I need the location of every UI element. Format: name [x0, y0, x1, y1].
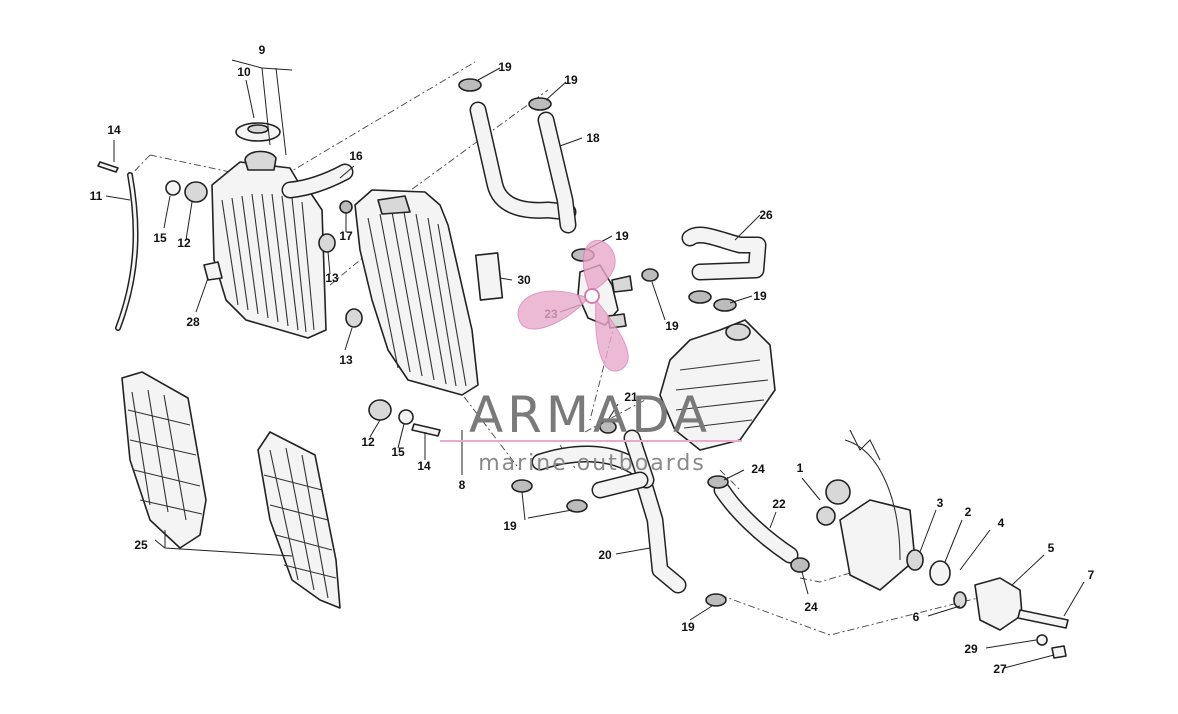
callout-label: 29 [964, 642, 978, 656]
hoses [281, 101, 799, 594]
callout-label: 10 [237, 65, 251, 79]
callout-label: 20 [598, 548, 612, 562]
callout-label: 19 [665, 319, 679, 333]
grommets-and-bolts [97, 161, 504, 437]
watermark: ARMADA marine outboards [440, 240, 742, 476]
callout-label: 22 [772, 497, 786, 511]
callout-label: 14 [107, 123, 121, 137]
callout-label: 19 [503, 519, 517, 533]
callout-label: 7 [1088, 568, 1095, 582]
callout-label: 12 [361, 435, 375, 449]
callout-label: 1 [797, 461, 804, 475]
overflow-tube [115, 172, 139, 331]
callout-label: 19 [681, 620, 695, 634]
right-radiator [354, 189, 479, 396]
callout-label: 14 [417, 459, 431, 473]
watermark-tagline: marine outboards [478, 451, 706, 476]
hose-clamps [339, 78, 810, 607]
left-radiator [211, 122, 327, 339]
callout-label: 9 [259, 43, 266, 57]
callout-label: 13 [325, 271, 339, 285]
watermark-brand: ARMADA [469, 386, 711, 444]
callout-label: 19 [615, 229, 629, 243]
callout-label: 24 [751, 462, 765, 476]
callout-label: 15 [153, 231, 167, 245]
water-pump-assembly [816, 429, 1069, 659]
callout-label: 25 [134, 538, 148, 552]
leader-lines [105, 59, 1085, 669]
callout-label: 13 [339, 353, 353, 367]
callout-label: 5 [1048, 541, 1055, 555]
radiator-shrouds [121, 371, 341, 609]
callout-label: 26 [759, 208, 773, 222]
callout-label: 19 [498, 60, 512, 74]
callout-label: 17 [339, 229, 353, 243]
callout-label: 11 [90, 189, 103, 203]
callout-label: 2 [965, 505, 972, 519]
callout-label: 16 [349, 149, 363, 163]
callout-label: 21 [624, 390, 638, 404]
callout-label: 15 [391, 445, 405, 459]
callout-label: 3 [937, 496, 944, 510]
callouts: 9 10 14 11 15 12 16 17 13 28 13 19 19 18… [90, 43, 1095, 676]
cylinder-head [659, 319, 776, 451]
callout-label: 19 [753, 289, 767, 303]
callout-label: 4 [998, 516, 1005, 530]
callout-label: 8 [459, 478, 466, 492]
callout-label: 18 [586, 131, 600, 145]
callout-label: 12 [177, 236, 191, 250]
callout-label: 6 [913, 610, 920, 624]
callout-label: 19 [564, 73, 578, 87]
callout-label: 27 [993, 662, 1007, 676]
callout-label: 28 [186, 315, 200, 329]
propeller-logo-icon [517, 240, 629, 372]
callout-label: 24 [804, 600, 818, 614]
callout-label: 30 [517, 273, 531, 287]
